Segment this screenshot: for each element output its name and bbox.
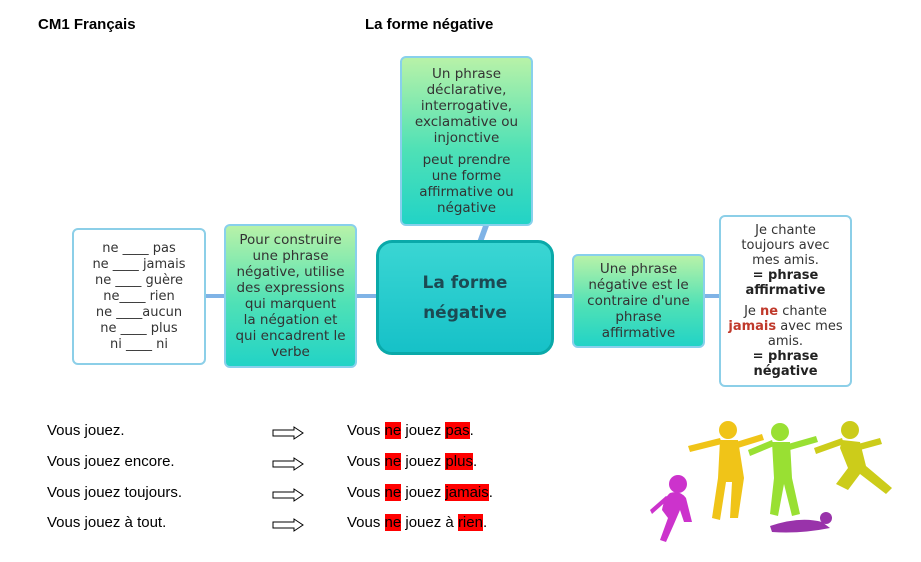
connector-examples [704,294,721,298]
examples-node: Je chante toujours avec mes amis. = phra… [719,215,852,387]
right-text: contraire d'une [587,293,690,309]
top-text: interrogative, [420,98,513,114]
right-text: négative est le [588,277,689,293]
left-node: Pour construire une phrase négative, uti… [224,224,357,368]
left-text: qui marquent [244,296,337,312]
children-silhouettes-icon [650,421,892,542]
negation-item: ne ____ jamais [92,256,186,272]
exercise-row: Vous jouez encore. Vous ne jouez plus. [0,453,921,477]
center-line-2: négative [423,302,507,323]
negations-node: ne ____ pas ne ____ jamais ne ____ guère… [72,228,206,365]
left-text: Pour construire [239,232,342,248]
center-node: La forme négative [376,240,554,355]
exercise-affirmative: Vous jouez à tout. [47,514,167,531]
top-text: négative [436,200,497,216]
left-text: une phrase [252,248,329,264]
connector-right [552,294,574,298]
right-node: Une phrase négative est le contraire d'u… [572,254,705,348]
example-text: toujours avec [741,238,830,253]
right-text: Une phrase [599,261,678,277]
center-line-1: La forme [422,272,508,293]
exercise-row: Vous jouez à tout. Vous ne jouez à rien. [0,514,921,538]
left-text: verbe [271,344,310,360]
top-text: Un phrase [431,66,502,82]
exercise-affirmative: Vous jouez toujours. [47,484,183,501]
top-node: Un phrase déclarative, interrogative, ex… [400,56,533,226]
example-text: mes amis. [752,253,819,268]
connector-negations [205,294,227,298]
example-text: Je chante [755,223,816,238]
left-text: négative, utilise [236,264,345,280]
top-text: peut prendre [422,152,511,168]
exercise-negative: Vous ne jouez à rien. [347,514,488,531]
class-label: CM1 Français [38,16,136,33]
left-text: la négation et [243,312,338,328]
page-title: La forme négative [365,16,494,33]
right-arrow-icon [272,488,304,502]
exercise-negative: Vous ne jouez plus. [347,453,478,470]
negation-item: ne____ rien [103,288,175,304]
top-text: une forme [431,168,502,184]
connector-left [356,294,378,298]
exercise-row: Vous jouez toujours. Vous ne jouez jamai… [0,484,921,508]
negative-label: = phrase négative [752,349,819,379]
negation-item: ne ____ pas [102,240,176,256]
right-text: phrase [615,309,662,325]
negation-item: ne ____aucun [95,304,183,320]
top-text: exclamative ou [414,114,519,130]
exercise-affirmative: Vous jouez encore. [47,453,175,470]
negation-item: ni ____ ni [110,336,168,352]
affirmative-label: = phrase affirmative [745,268,826,298]
right-arrow-icon [272,426,304,440]
top-text: déclarative, [426,82,507,98]
negative-example: Je ne chante jamais avec mes amis. [728,304,843,349]
exercise-negative: Vous ne jouez jamais. [347,484,493,501]
left-text: des expressions [236,280,345,296]
top-text: affirmative ou [419,184,514,200]
exercise-row: Vous jouez. Vous ne jouez pas. [0,422,921,446]
right-arrow-icon [272,518,304,532]
right-arrow-icon [272,457,304,471]
left-text: qui encadrent le [235,328,346,344]
negation-item: ne ____ plus [100,320,178,336]
negation-item: ne ____ guère [94,272,184,288]
top-text: injonctive [433,130,500,146]
exercise-negative: Vous ne jouez pas. [347,422,474,439]
right-text: affirmative [601,325,676,341]
exercise-affirmative: Vous jouez. [47,422,125,439]
